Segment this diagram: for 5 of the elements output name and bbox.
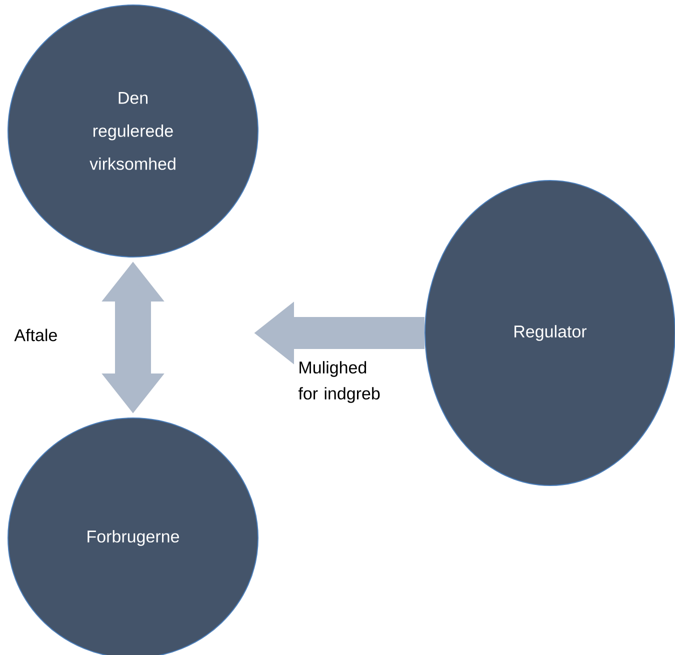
circle-node: Forbrugerne (8, 417, 258, 655)
edge-label: Mulighed for indgreb (298, 361, 380, 403)
circle-node: Regulator (424, 180, 675, 486)
circle-node: Den regulerede virksomhed (8, 4, 258, 258)
edge-label: Aftale (14, 328, 57, 342)
